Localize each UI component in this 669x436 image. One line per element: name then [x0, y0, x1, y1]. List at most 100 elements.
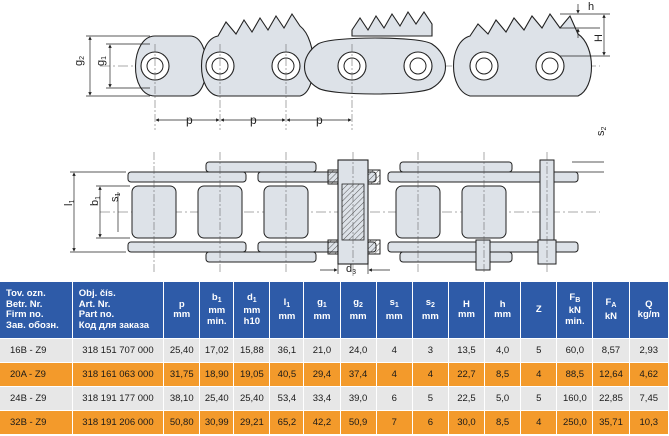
table-cell: 33,4	[303, 386, 341, 411]
column-symbol: h	[499, 298, 506, 310]
table-cell: 4,0	[484, 338, 522, 363]
column-symbol: g2	[353, 297, 363, 309]
label-p-1: p	[186, 113, 193, 127]
column-header-line: Art. Nr.	[78, 298, 111, 310]
table-cell: 4	[376, 362, 413, 387]
table-cell: 4,62	[629, 362, 669, 387]
table-cell: 18,90	[199, 362, 235, 387]
table-cell: 4	[376, 338, 413, 363]
column-symbol: b1	[211, 291, 222, 304]
table-cell: 7	[376, 410, 413, 434]
column-header-line: Tov. ozn.	[6, 288, 46, 299]
chain-technical-drawing: g2 g1 p p p h H	[63, 1, 610, 276]
column-symbol: g1	[317, 297, 327, 309]
table-cell: 318 191 206 000	[72, 410, 165, 434]
table-cell: 17,02	[199, 338, 235, 363]
column-header-line: mm	[421, 310, 439, 322]
column-header: Obj. čís.Art. Nr.Part no.Код для заказа	[72, 282, 165, 339]
table-cell: 22,5	[448, 386, 486, 411]
table-cell: 250,0	[556, 410, 594, 434]
toothed-plate-2	[351, 10, 433, 37]
table-cell: 40,5	[269, 362, 305, 387]
column-symbol: d1	[246, 291, 257, 304]
table-cell: 53,4	[269, 386, 305, 411]
table-cell: 22,85	[592, 386, 630, 411]
table-cell: 8,5	[484, 362, 522, 387]
table-cell: 20A - Z9	[0, 362, 73, 387]
column-symbol: s2	[425, 297, 435, 309]
table-cell: 6	[412, 410, 449, 434]
column-header-line: min.	[565, 315, 585, 327]
table-cell: 3	[412, 338, 449, 363]
column-header-line: Код для заказа	[78, 319, 150, 331]
table-cell: 24,0	[340, 338, 377, 363]
column-header-line: mm	[173, 309, 191, 320]
label-d3: d3	[346, 263, 356, 276]
chain-top-view: l1 b1 s1 s2 d3	[63, 127, 608, 276]
column-symbol: p	[178, 298, 185, 310]
column-header-line: Obj. čís.	[78, 288, 116, 299]
column-header-line: Зав. обозн.	[6, 319, 59, 331]
table-cell: 21,0	[303, 338, 341, 363]
table-cell: 30,0	[448, 410, 486, 434]
column-header-line: mm	[243, 305, 261, 317]
table-cell: 50,80	[163, 410, 201, 434]
table-cell: 39,0	[340, 386, 377, 411]
label-H: H	[593, 34, 605, 42]
table-cell: 10,3	[629, 410, 669, 434]
table-cell: 4	[520, 410, 558, 434]
column-header-line: mm	[349, 310, 367, 322]
table-cell: 65,2	[269, 410, 305, 434]
column-header-line: mm	[278, 310, 296, 322]
table-cell: 15,88	[233, 338, 271, 363]
column-header-line: mm	[313, 310, 331, 322]
table-cell: 13,5	[448, 338, 486, 363]
table-cell: 88,5	[556, 362, 594, 387]
table-cell: 7,45	[629, 386, 669, 411]
column-header-line: h10	[243, 315, 261, 327]
table-cell: 8,5	[484, 410, 522, 434]
column-header-line: kN	[604, 310, 618, 322]
table-cell: 50,9	[340, 410, 377, 434]
table-cell: 60,0	[556, 338, 594, 363]
table-cell: 318 151 707 000	[72, 338, 165, 363]
column-symbol: l1	[283, 297, 291, 309]
label-g1: g1	[95, 56, 108, 66]
table-cell: 25,40	[233, 386, 271, 411]
label-b1: b1	[89, 196, 102, 206]
table-cell: 4	[412, 362, 449, 387]
label-g2: g2	[73, 56, 86, 66]
table-header-row: Tov. ozn.Betr. Nr.Firm no.Зав. обозн.Obj…	[0, 282, 669, 339]
column-symbol: Q	[645, 298, 653, 310]
column-symbol: FA	[605, 297, 617, 309]
label-s2: s2	[595, 127, 608, 137]
table-cell: 5	[412, 386, 449, 411]
table-cell: 4	[520, 362, 558, 387]
column-header-line: Firm no.	[6, 309, 44, 320]
table-cell: 8,57	[592, 338, 630, 363]
table-cell: 19,05	[233, 362, 271, 387]
inner-link-plate	[135, 35, 207, 97]
table-cell: 5	[520, 386, 558, 411]
label-p-3: p	[316, 113, 323, 127]
table-cell: 5,0	[484, 386, 522, 411]
column-header-line: mm	[494, 309, 512, 320]
table-cell: 25,40	[163, 338, 201, 363]
label-l1: l1	[63, 200, 76, 206]
column-header-line: kN	[568, 305, 581, 317]
table-cell: 6	[376, 386, 413, 411]
table-cell: 25,40	[199, 386, 235, 411]
